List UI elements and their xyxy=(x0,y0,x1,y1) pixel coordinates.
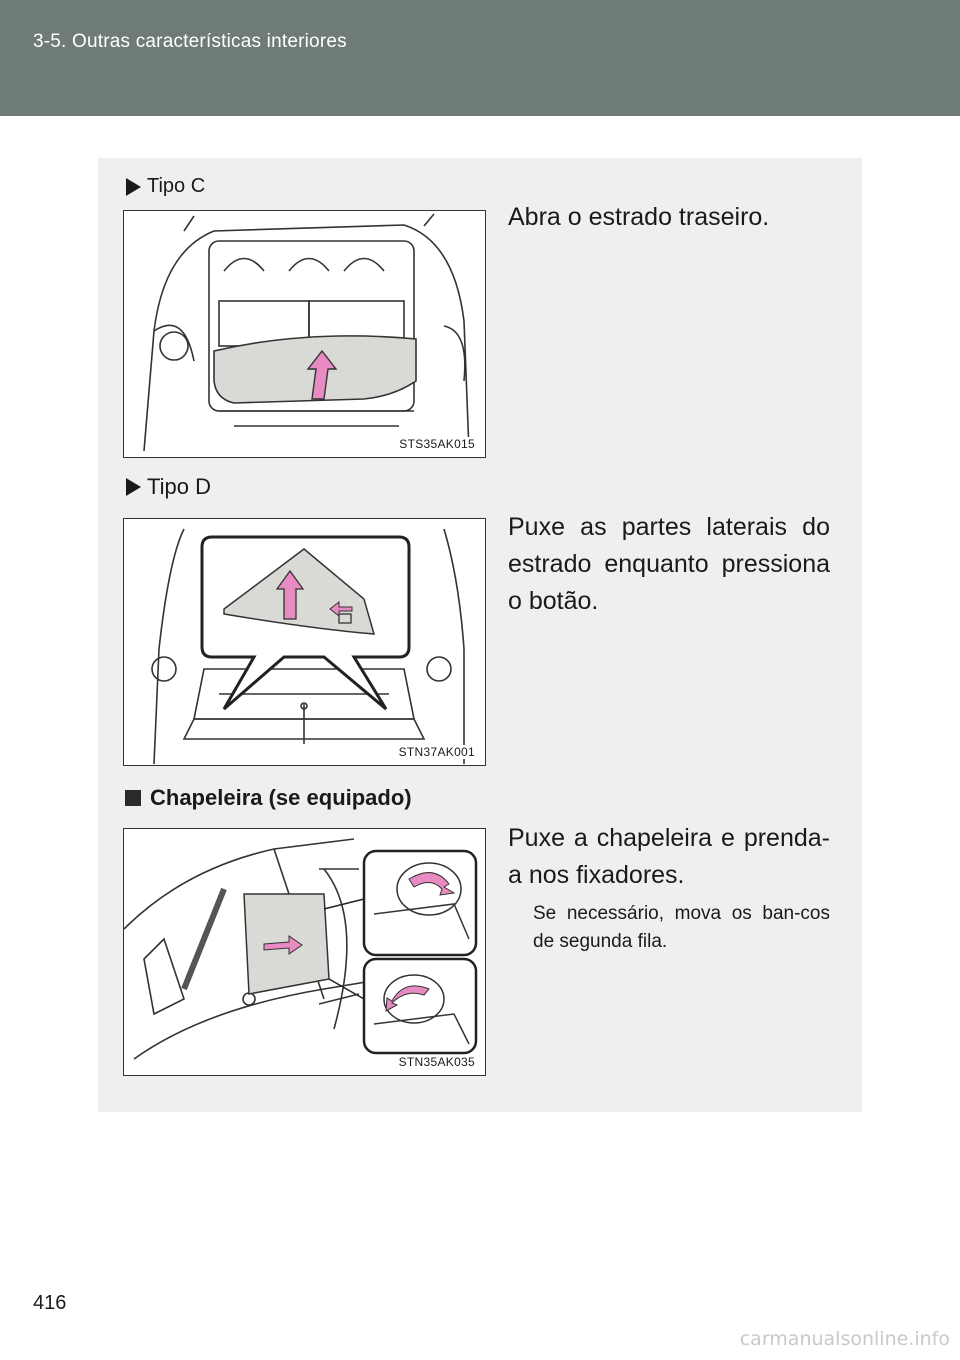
car-trunk-board-icon xyxy=(151,528,465,765)
tonneau-instruction: Puxe a chapeleira e prenda-a nos fixador… xyxy=(508,824,830,889)
tonneau-illustration: STN35AK035 xyxy=(123,828,486,1076)
type-d-illustration: STN37AK001 xyxy=(123,518,486,766)
page-number: 416 xyxy=(33,1292,67,1314)
square-bullet-icon xyxy=(125,790,141,806)
watermark: carmanualsonline.info xyxy=(739,1328,950,1350)
tonneau-note: Se necessário, mova os ban-cos de segund… xyxy=(533,903,830,952)
page-header: 3-5. Outras características interiores xyxy=(0,0,960,116)
type-d-label-text: Tipo D xyxy=(147,474,211,499)
section-title: 3-5. Outras características interiores xyxy=(33,31,347,52)
type-c-illustration: STS35AK015 xyxy=(123,210,486,458)
car-trunk-open-icon xyxy=(143,213,470,452)
tonneau-heading: Chapeleira (se equipado) xyxy=(125,785,412,811)
type-c-instruction: Abra o estrado traseiro. xyxy=(508,203,770,231)
triangle-bullet-icon xyxy=(126,478,141,496)
type-c-label: Tipo C xyxy=(126,175,205,198)
type-d-label: Tipo D xyxy=(126,474,211,500)
triangle-bullet-icon xyxy=(126,177,141,196)
type-c-label-text: Tipo C xyxy=(147,175,206,197)
tonneau-heading-text: Chapeleira (se equipado) xyxy=(150,785,412,810)
tonneau-cover-icon xyxy=(124,838,478,1060)
figure-code: STN37AK001 xyxy=(396,745,477,759)
type-d-instruction: Puxe as partes laterais do estrado enqua… xyxy=(508,513,830,615)
figure-code: STN35AK035 xyxy=(396,1055,477,1069)
figure-code: STS35AK015 xyxy=(397,437,477,451)
